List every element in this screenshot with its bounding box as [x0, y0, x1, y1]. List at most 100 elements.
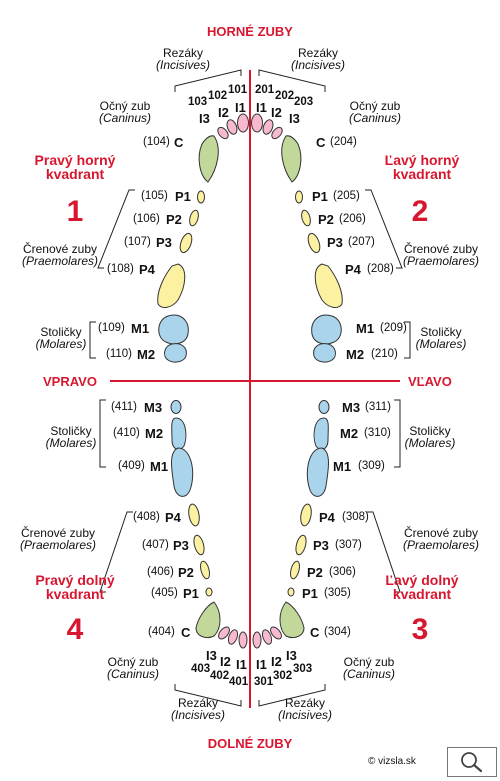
- tooth-number-102: 102: [208, 90, 228, 102]
- tooth-fdi-304: (304): [324, 626, 351, 638]
- magnifier-icon: [461, 752, 483, 773]
- tooth-number-302: 302: [273, 670, 293, 682]
- tooth-fdi-204: (204): [330, 136, 357, 148]
- premolars-label-upper-left: Črenové zuby(Praemolares): [402, 242, 480, 268]
- canine-label-upper-right: Očný zub(Caninus): [98, 99, 152, 125]
- tooth-fdi-309: (309): [358, 460, 385, 472]
- molars-label-lower-right: Stoličky(Molares): [45, 424, 97, 450]
- tooth-304: [279, 601, 305, 639]
- tooth-label-306: P2: [307, 565, 323, 580]
- tooth-number-103: 103: [188, 96, 208, 108]
- canine-label-upper-left: Očný zub(Caninus): [348, 99, 402, 125]
- tooth-410: [171, 417, 187, 450]
- tooth-number-101: 101: [228, 84, 248, 96]
- tooth-108: [157, 263, 186, 308]
- tooth-label-110: M2: [137, 347, 156, 362]
- tooth-label-106: P2: [166, 212, 182, 227]
- tooth-109: [158, 314, 189, 345]
- tooth-fdi-405: (405): [151, 587, 178, 599]
- tooth-fdi-106: (106): [133, 213, 160, 225]
- tooth-105: [197, 190, 205, 204]
- tooth-label-302: I2: [271, 654, 282, 669]
- tooth-fdi-105: (105): [141, 190, 168, 202]
- premolars-label-lower-right: Črenové zuby(Praemolares): [19, 526, 97, 552]
- tooth-label-401: I1: [236, 657, 247, 672]
- tooth-309: [306, 447, 329, 497]
- tooth-number-402: 402: [210, 670, 230, 682]
- tooth-fdi-406: (406): [147, 566, 174, 578]
- tooth-label-410: M2: [145, 426, 164, 441]
- tooth-label-102: I2: [218, 105, 229, 120]
- tooth-label-209: M1: [356, 321, 375, 336]
- tooth-label-406: P2: [178, 565, 194, 580]
- tooth-label-202: I2: [271, 105, 282, 120]
- tooth-label-210: M2: [346, 347, 365, 362]
- tooth-301: [252, 631, 262, 649]
- tooth-203: [271, 126, 283, 140]
- tooth-fdi-109: (109): [98, 322, 125, 334]
- quadrant-3-number: 3: [411, 613, 429, 646]
- tooth-label-311: M3: [342, 400, 361, 415]
- tooth-label-104: C: [174, 135, 184, 150]
- tooth-fdi-108: (108): [107, 263, 134, 275]
- tooth-407: [193, 534, 205, 556]
- tooth-label-107: P3: [156, 235, 172, 250]
- tooth-101: [237, 113, 249, 133]
- tooth-fdi-411: (411): [111, 401, 137, 413]
- tooth-label-206: P2: [318, 212, 334, 227]
- tooth-201: [251, 113, 263, 133]
- tooth-205: [295, 190, 303, 204]
- tooth-fdi-306: (306): [329, 566, 356, 578]
- tooth-fdi-205: (205): [333, 190, 360, 202]
- tooth-fdi-104: (104): [143, 136, 170, 148]
- quadrant-2-number: 2: [411, 195, 429, 228]
- title-upper-teeth: HORNÉ ZUBY: [207, 24, 293, 39]
- tooth-fdi-311: (311): [365, 401, 391, 413]
- tooth-401: [238, 631, 248, 649]
- tooth-fdi-408: (408): [133, 511, 160, 523]
- tooth-404: [195, 601, 221, 639]
- tooth-408: [188, 503, 200, 527]
- tooth-411: [170, 400, 182, 414]
- molars-label-upper-right: Stoličky(Molares): [35, 325, 87, 351]
- tooth-label-408: P4: [165, 510, 181, 525]
- tooth-204: [281, 135, 302, 183]
- tooth-label-308: P4: [319, 510, 335, 525]
- tooth-fdi-110: (110): [106, 348, 132, 360]
- tooth-number-301: 301: [254, 676, 274, 688]
- tooth-label-404: C: [181, 625, 191, 640]
- tooth-fdi-308: (308): [342, 511, 369, 523]
- tooth-310: [313, 417, 329, 450]
- tooth-label-407: P3: [173, 538, 189, 553]
- tooth-label-101: I1: [235, 100, 246, 115]
- quadrant-1-number: 1: [66, 195, 84, 228]
- title-lower-teeth: DOLNÉ ZUBY: [207, 736, 293, 751]
- zoom-button[interactable]: [447, 747, 497, 777]
- tooth-label-205: P1: [312, 189, 328, 204]
- tooth-number-403: 403: [191, 663, 211, 675]
- tooth-fdi-307: (307): [335, 539, 362, 551]
- molars-label-lower-left: Stoličky(Molares): [404, 424, 456, 450]
- tooth-209: [311, 314, 342, 345]
- tooth-307: [295, 534, 307, 556]
- tooth-103: [217, 126, 229, 140]
- tooth-fdi-209: (209): [380, 322, 407, 334]
- teeth: [157, 113, 343, 649]
- tooth-fdi-107: (107): [124, 236, 151, 248]
- tooth-fdi-410: (410): [113, 427, 140, 439]
- quadrant-4-number: 4: [66, 613, 84, 646]
- tooth-fdi-409: (409): [118, 460, 145, 472]
- tooth-308: [300, 503, 312, 527]
- tooth-305: [287, 587, 295, 597]
- tooth-207: [307, 232, 321, 254]
- tooth-label-204: C: [316, 135, 326, 150]
- tooth-number-401: 401: [229, 676, 249, 688]
- label-right-side: VPRAVO: [43, 374, 97, 389]
- tooth-206: [301, 209, 311, 227]
- tooth-label-409: M1: [150, 459, 169, 474]
- tooth-label-301: I1: [256, 657, 267, 672]
